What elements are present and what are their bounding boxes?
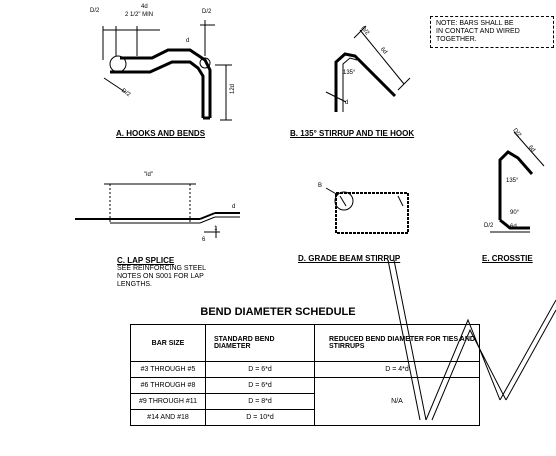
detail-c-six: 6 [202, 237, 206, 243]
detail-d-drawing [325, 187, 409, 234]
detail-a-4d: 4d [141, 4, 148, 10]
detail-c-subnote-line-3: LENGTHS. [117, 281, 153, 288]
detail-c-one: 1 [214, 226, 218, 232]
detail-a-min: 2 1/2" MIN [125, 12, 154, 18]
detail-a-d2-right: D/2 [202, 9, 212, 15]
schedule-title: BEND DIAMETER SCHEDULE [200, 306, 356, 318]
note-box: NOTE: BARS SHALL BE IN CONTACT AND WIRED… [430, 16, 554, 48]
detail-e-6d-bottom: 6d [510, 224, 517, 230]
detail-e-angle-90: 90° [510, 210, 520, 216]
table-header-row: BAR SIZE STANDARD BEND DIAMETER REDUCED … [130, 324, 480, 362]
detail-c-ld: "ld" [144, 172, 153, 178]
detail-d-b-label: B [318, 183, 323, 189]
header-bar-size: BAR SIZE [130, 324, 206, 362]
cell-bar-size: #14 AND #18 [130, 409, 206, 426]
detail-c-subnote-line-1: SEE REINFORCING STEEL [117, 265, 207, 272]
detail-e-drawing [490, 131, 545, 233]
bend-diameter-table: BAR SIZE STANDARD BEND DIAMETER REDUCED … [130, 324, 480, 426]
detail-c-subnote: SEE REINFORCING STEEL NOTES ON S001 FOR … [117, 265, 206, 289]
detail-a-d: d [186, 38, 190, 44]
cell-standard: D = 10*d [205, 409, 315, 426]
note-line-2: IN CONTACT AND WIRED [436, 28, 520, 35]
detail-c-drawing [75, 183, 240, 238]
detail-a-caption: A. HOOKS AND BENDS [116, 129, 206, 138]
detail-a-d2-left: D/2 [90, 8, 100, 14]
note-line-1: NOTE: BARS SHALL BE [436, 20, 514, 27]
detail-e-angle-135: 135° [506, 178, 519, 184]
detail-c-d: d [232, 204, 236, 210]
detail-b-drawing [325, 25, 411, 112]
detail-e-d2-bottom: D/2 [484, 223, 494, 229]
detail-a-drawing [102, 20, 232, 121]
detail-b-d: d [345, 100, 349, 106]
table-row: #14 AND #18 D = 10*d [130, 409, 480, 426]
detail-e-caption: E. CROSSTIE [482, 254, 533, 263]
note-line-3: TOGETHER. [436, 36, 477, 43]
detail-b-angle: 135° [343, 70, 356, 76]
table-row: #9 THROUGH #11 D = 8*d [130, 393, 480, 410]
detail-c-caption: C. LAP SPLICE [117, 256, 175, 265]
table-row: #6 THROUGH #8 D = 6*d N/A [130, 377, 480, 426]
cell-reduced-na: N/A [314, 377, 480, 426]
detail-d-caption: D. GRADE BEAM STIRRUP [298, 254, 401, 263]
detail-b-caption: B. 135° STIRRUP AND TIE HOOK [290, 129, 415, 138]
detail-c-subnote-line-2: NOTES ON S001 FOR LAP [117, 273, 204, 280]
